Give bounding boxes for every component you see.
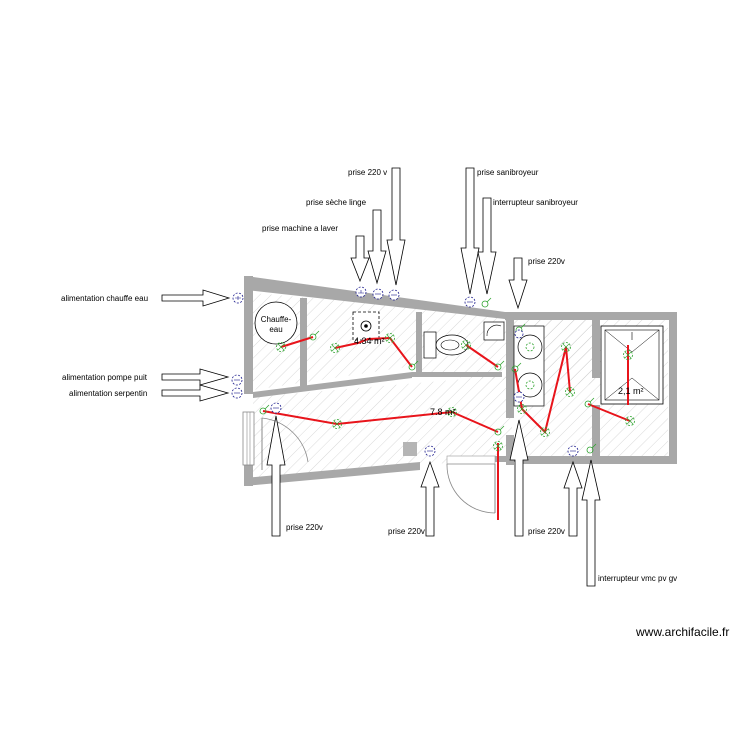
watermark: www.archifacile.fr [635, 625, 729, 639]
shower [600, 325, 664, 405]
water-heater-label-1: Chauffe- [261, 315, 292, 324]
light-icon [330, 343, 340, 353]
light-icon [332, 419, 342, 429]
room-area-main: 7.8 m² [430, 407, 456, 417]
arrow-up-icon [563, 460, 583, 537]
arrow-up-icon [266, 415, 286, 537]
socket-icon [231, 387, 243, 399]
arrow-up-icon [509, 419, 529, 537]
arrow-right-icon [161, 289, 231, 307]
window-left [242, 411, 255, 466]
room-area-shower: 2,1 m² [618, 386, 644, 396]
socket-icon [514, 329, 524, 339]
label-alimentation-serpentin: alimentation serpentin [69, 389, 147, 398]
light-points [276, 333, 635, 451]
arrow-down-icon [508, 257, 528, 310]
switch-icon [494, 425, 505, 436]
sockets [231, 286, 579, 457]
socket-icon [355, 286, 367, 298]
label-prise-220v-bottom-3: prise 220v [528, 527, 565, 536]
switch-icon [511, 362, 522, 373]
arrow-up-icon [420, 460, 440, 537]
light-icon [561, 342, 571, 352]
water-heater-label-2: eau [269, 325, 282, 334]
light-icon [540, 427, 550, 437]
switch-icon [481, 297, 492, 308]
labels: prise 220 v prise sèche linge prise mach… [61, 168, 729, 639]
label-interrupteur-sanibroyeur: interrupteur sanibroyeur [493, 198, 578, 207]
light-icon [623, 350, 633, 360]
arrow-down-icon [350, 235, 370, 283]
wall-box [403, 442, 417, 456]
switch-icon [259, 404, 270, 415]
label-interrupteur-vmc: interrupteur vmc pv gv [598, 574, 677, 583]
arrow-right-icon [161, 384, 230, 402]
label-alimentation-chauffe-eau: alimentation chauffe eau [61, 294, 148, 303]
socket-icon [232, 292, 244, 304]
switch-icon [309, 330, 320, 341]
arrow-down-icon [460, 167, 480, 295]
water-heater: Chauffe- eau [254, 301, 298, 345]
label-prise-220v-top: prise 220 v [348, 168, 387, 177]
arrow-down-icon [386, 167, 406, 286]
switch-icon [408, 360, 419, 371]
socket-icon [388, 289, 400, 301]
label-prise-machine-a-laver: prise machine a laver [262, 224, 338, 233]
light-icon [447, 407, 457, 417]
walls [244, 276, 677, 486]
light-icon [461, 340, 471, 350]
entrance-door [446, 455, 496, 514]
switch-icon [494, 360, 505, 371]
socket-icon [567, 445, 579, 457]
label-prise-220v-bottom-2: prise 220v [388, 527, 425, 536]
callout-arrows [161, 167, 601, 587]
light-icon [493, 441, 503, 451]
light-icon [565, 387, 575, 397]
label-prise-seche-linge: prise sèche linge [306, 198, 367, 207]
light-icon [625, 416, 635, 426]
arrow-right-icon [161, 368, 230, 386]
arrow-down-icon [477, 197, 497, 295]
light-icon [517, 404, 527, 414]
switch-icon [584, 397, 595, 408]
socket-icon [231, 374, 243, 386]
socket-icon [372, 288, 384, 300]
label-prise-220v-right-top: prise 220v [528, 257, 565, 266]
toilet [423, 331, 469, 359]
small-sink [483, 321, 505, 341]
socket-icon [464, 296, 476, 308]
label-prise-220v-bottom-1: prise 220v [286, 523, 323, 532]
light-icon [525, 342, 535, 352]
switch-icon [586, 443, 597, 454]
socket-icon [424, 445, 436, 457]
arrow-up-icon [581, 459, 601, 587]
switches [259, 297, 597, 454]
room-area-small: 4.34 m² [354, 336, 385, 346]
arrow-down-icon [367, 209, 387, 285]
washing-machine [352, 311, 380, 341]
socket-icon [513, 391, 525, 403]
light-icon [276, 342, 286, 352]
socket-icon [270, 402, 282, 414]
label-alimentation-pompe-puit: alimentation pompe puit [62, 373, 148, 382]
label-prise-sanibroyeur: prise sanibroyeur [477, 168, 539, 177]
door-bottom-left [261, 417, 309, 470]
light-icon [385, 333, 395, 343]
light-icon [525, 380, 535, 390]
